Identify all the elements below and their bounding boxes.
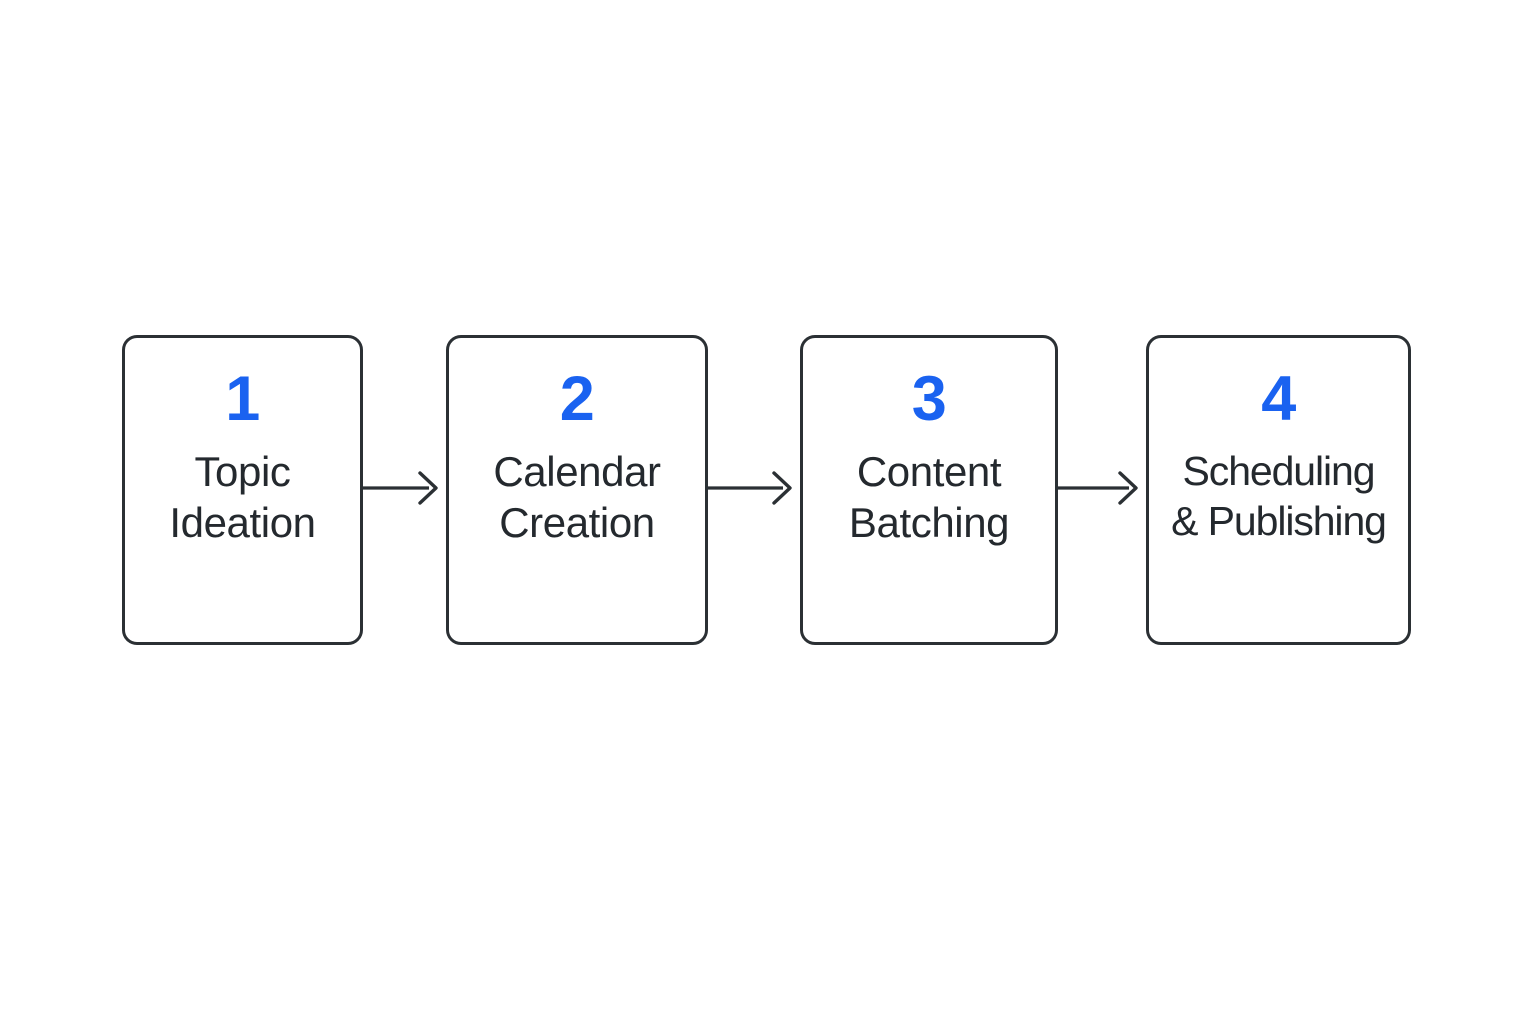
process-flow: 1 Topic Ideation 2 Calendar Creation 3 C… — [122, 335, 1411, 645]
process-step-1[interactable]: 1 Topic Ideation — [122, 335, 363, 645]
process-step-2[interactable]: 2 Calendar Creation — [446, 335, 708, 645]
step-number-3: 3 — [911, 363, 947, 434]
step-label-3: Content Batching — [848, 448, 1010, 547]
connector-arrow-1 — [363, 468, 446, 508]
step-label-2: Calendar Creation — [493, 448, 661, 547]
step-number-2: 2 — [559, 363, 595, 434]
arrow-right-icon — [708, 471, 792, 505]
process-step-4[interactable]: 4 Scheduling & Publishing — [1146, 335, 1411, 645]
step-label-4: Scheduling & Publishing — [1171, 448, 1387, 545]
process-step-3[interactable]: 3 Content Batching — [800, 335, 1058, 645]
arrow-right-icon — [1058, 471, 1138, 505]
step-label-1: Topic Ideation — [169, 448, 316, 547]
step-number-4: 4 — [1261, 363, 1296, 434]
arrow-right-icon — [363, 471, 438, 505]
step-number-1: 1 — [225, 363, 260, 434]
connector-arrow-3 — [1058, 468, 1146, 508]
connector-arrow-2 — [708, 468, 800, 508]
